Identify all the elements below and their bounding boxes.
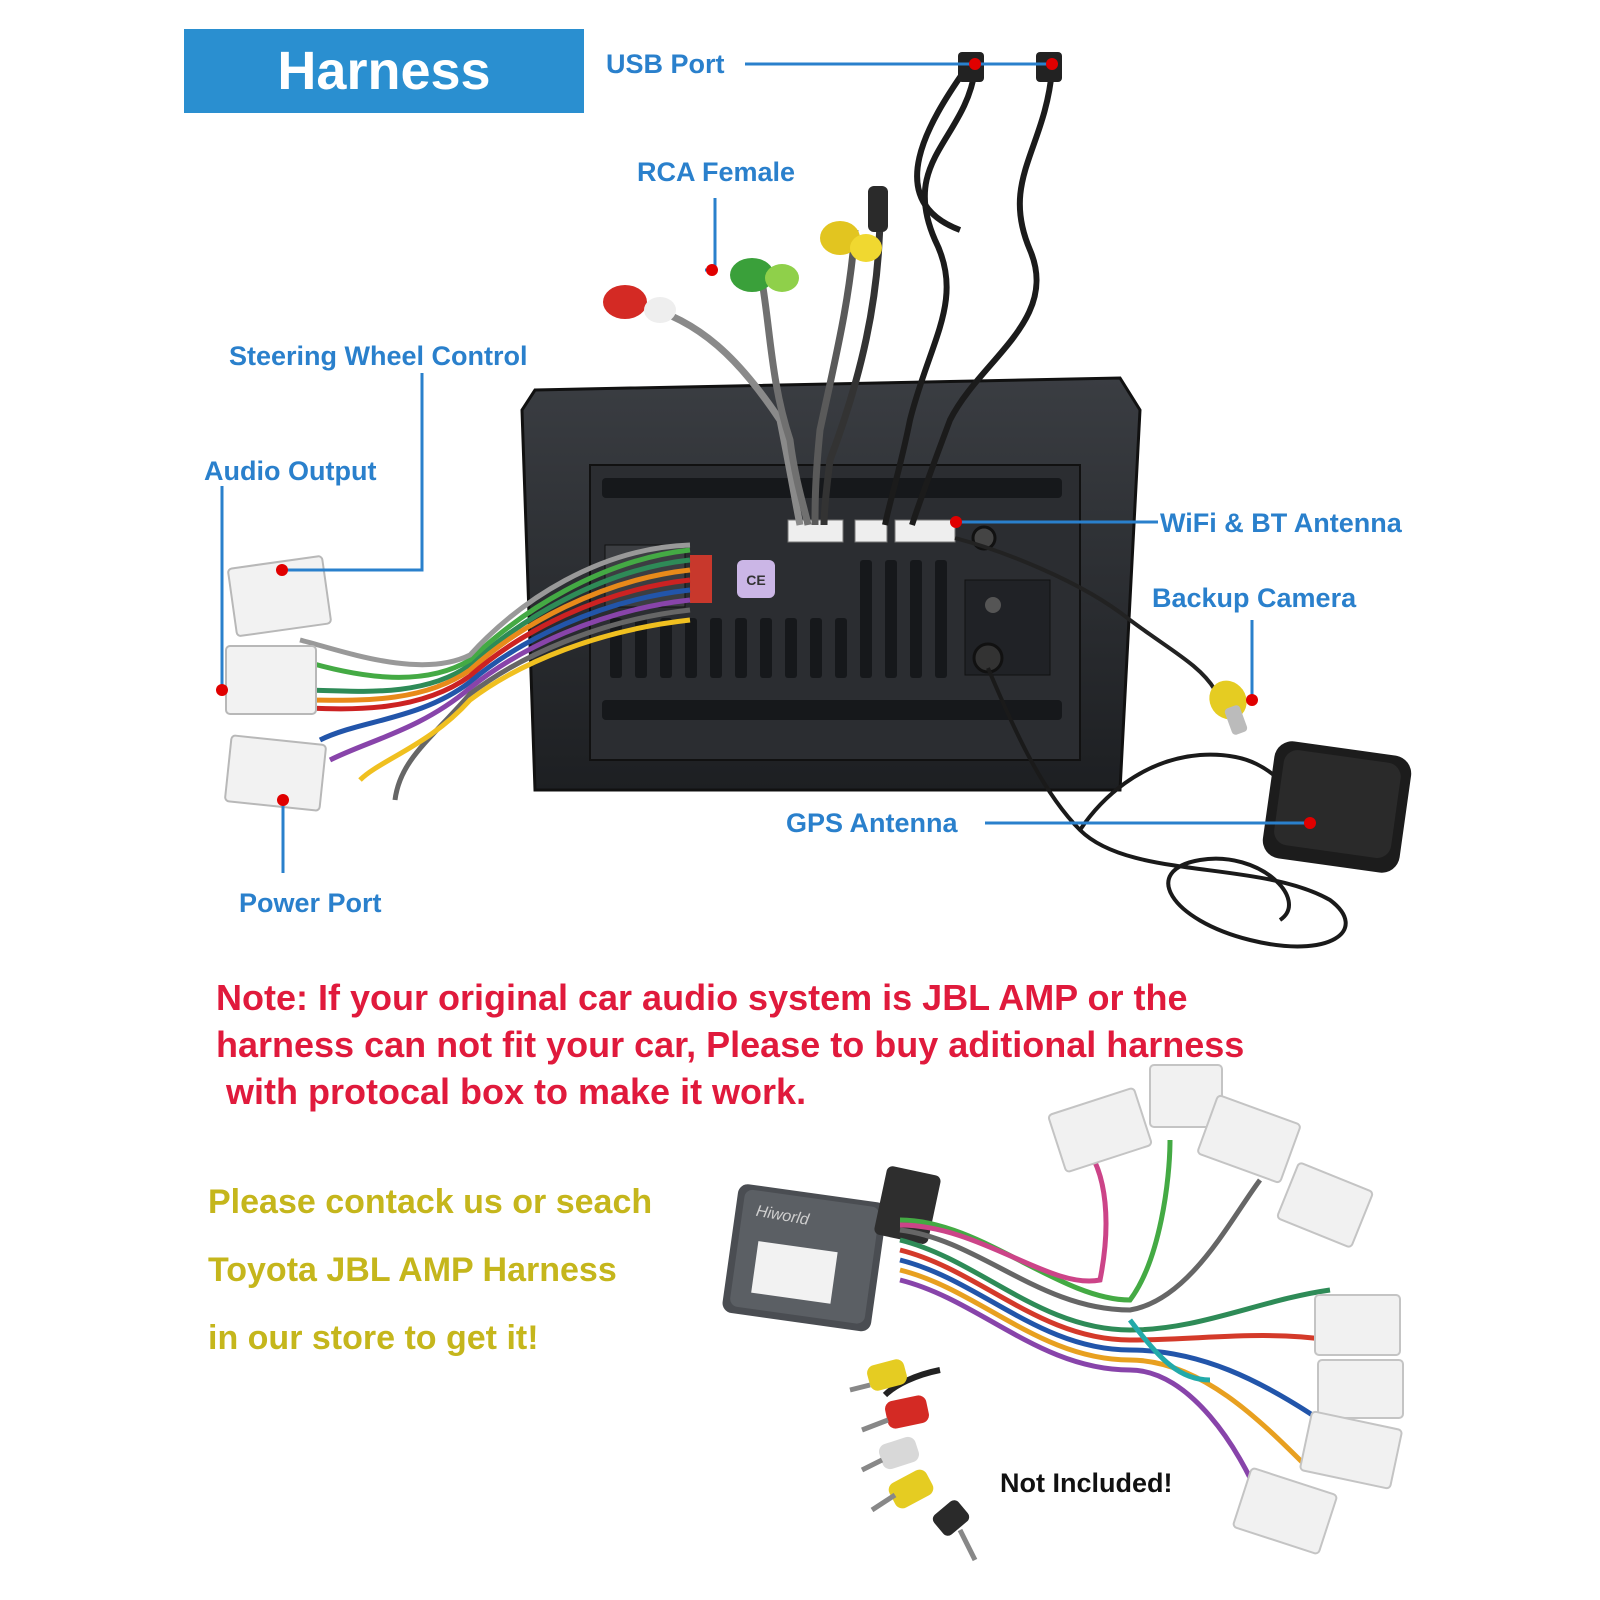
gps-antenna-puck bbox=[1262, 741, 1412, 873]
jbl-amp-harness: Hiworld bbox=[722, 1064, 1404, 1562]
leader-lines bbox=[220, 62, 1310, 873]
note-line: with protocal box to make it work. bbox=[216, 1071, 807, 1112]
label-steering-wheel-control: Steering Wheel Control bbox=[229, 341, 528, 371]
compatibility-note: Note: If your original car audio system … bbox=[216, 974, 1244, 1115]
not-included-label: Not Included! bbox=[1000, 1468, 1173, 1498]
page-title: Harness bbox=[184, 29, 584, 113]
backup-camera-plug bbox=[1209, 680, 1248, 735]
rca-cables bbox=[639, 209, 884, 526]
contact-message: Please contack us or seach Toyota JBL AM… bbox=[208, 1182, 652, 1386]
note-line: harness can not fit your car, Please to … bbox=[216, 1024, 1245, 1065]
label-power-port: Power Port bbox=[239, 888, 382, 918]
rca-plugs bbox=[603, 186, 888, 323]
note-line: Note: If your original car audio system … bbox=[216, 977, 1188, 1018]
label-rca-female: RCA Female bbox=[637, 157, 796, 187]
usb-cables bbox=[882, 68, 1055, 526]
label-audio-output: Audio Output bbox=[204, 456, 377, 486]
power-wire-bundle bbox=[299, 542, 691, 801]
label-backup-camera: Backup Camera bbox=[1152, 583, 1357, 613]
gps-cable bbox=[986, 667, 1348, 949]
contact-line: Toyota JBL AMP Harness bbox=[208, 1251, 617, 1289]
backup-camera-cable bbox=[954, 536, 1217, 692]
svg-text:CE: CE bbox=[746, 572, 765, 588]
contact-line: Please contack us or seach bbox=[208, 1183, 653, 1221]
marker-dots bbox=[216, 58, 1316, 829]
label-usb-port: USB Port bbox=[606, 49, 725, 79]
label-wifi-bt-antenna: WiFi & BT Antenna bbox=[1160, 508, 1402, 538]
contact-line: in our store to get it! bbox=[208, 1319, 539, 1357]
iso-connectors bbox=[224, 555, 332, 812]
label-gps-antenna: GPS Antenna bbox=[786, 808, 958, 838]
